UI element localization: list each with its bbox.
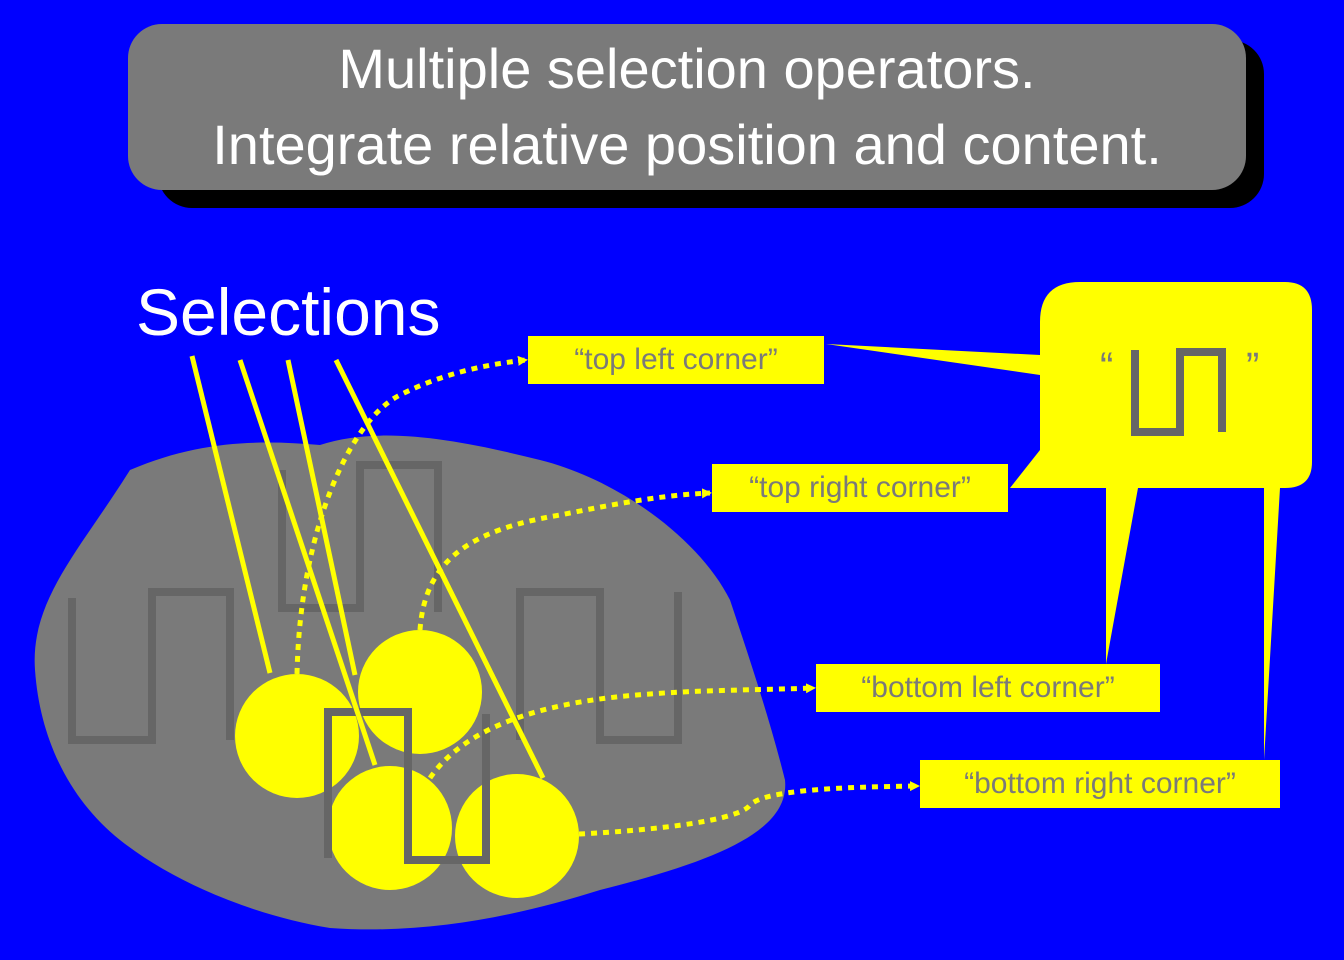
title-box: Multiple selection operators. Integrate … [128,24,1246,190]
label-bottom-right-corner: “bottom right corner” [920,760,1280,808]
waveform-top [278,461,442,612]
callout-open-quote: “ [1100,345,1113,389]
arrow-bottom-right [578,781,920,837]
selections-heading: Selections [136,275,441,349]
selection-circle-top-right [358,630,482,754]
selection-pointer-1 [189,355,273,674]
waveform-right [516,588,682,744]
arrow-top-left [294,355,528,675]
label-top-right-corner: “top right corner” [712,464,1008,512]
selection-circle-bottom-right [455,774,579,898]
label-bottom-left-corner: “bottom left corner” [816,664,1160,712]
arrow-top-right [417,488,712,631]
label-top-left-corner: “top left corner” [528,336,824,384]
selection-circle-top-left [235,674,359,798]
title-line-1: Multiple selection operators. [338,37,1036,100]
callout-close-quote: ” [1246,345,1259,389]
waveform-center [324,708,490,864]
arrow-bottom-left [427,683,816,780]
waveform-left [68,588,234,744]
callout-balloon [826,282,1312,760]
selection-circle-bottom-left [328,766,452,890]
callout-waveform-icon [1131,348,1226,436]
title-line-2: Integrate relative position and content. [212,113,1162,176]
